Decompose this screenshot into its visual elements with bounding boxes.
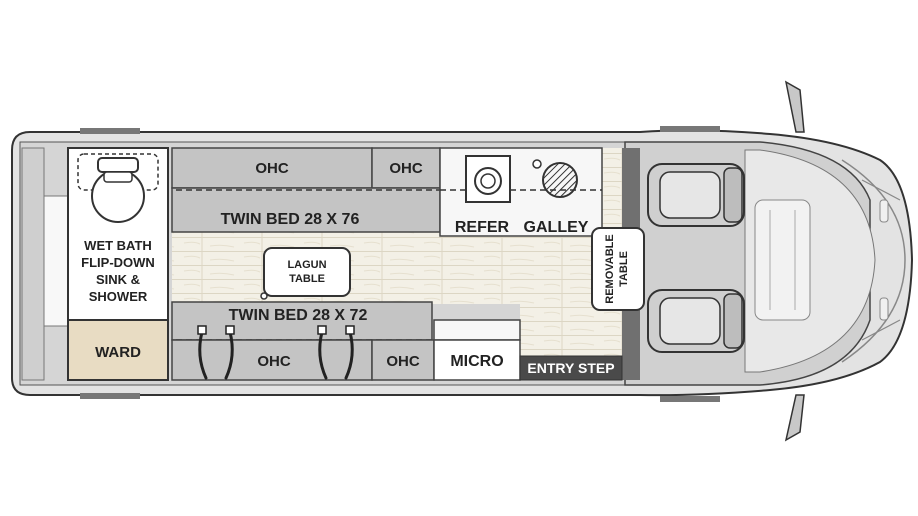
entry-step: [519, 355, 623, 381]
ohc-top-left-label: OHC: [255, 160, 289, 177]
twin-bed-top: [171, 187, 441, 233]
lagun-table-mount-icon: [260, 292, 268, 300]
twin-bed-top-label: TWIN BED 28 X 76: [221, 211, 360, 228]
microwave-counter: [433, 319, 521, 341]
refrigerator-icon: [465, 155, 511, 203]
wet-bath-label-2: FLIP-DOWN: [81, 255, 155, 270]
toilet-icon: [91, 157, 145, 223]
galley-label: GALLEY: [524, 219, 589, 236]
mirror-bottom-icon: [784, 394, 805, 442]
front-wheel-top: [660, 126, 720, 132]
lagun-table-label-2: TABLE: [289, 273, 325, 285]
ohc-bottom-left-label: OHC: [257, 353, 291, 370]
microwave-label: MICRO: [450, 353, 503, 370]
passenger-seat-icon: [647, 289, 745, 353]
mirror-top-icon: [784, 80, 805, 133]
wardrobe: [67, 319, 169, 381]
front-wheel-bottom: [660, 396, 720, 402]
sink-icon: [532, 159, 578, 198]
refrigerator-label: REFER: [455, 219, 510, 236]
rear-door-panel: [21, 147, 45, 381]
seatbelt-icon: [198, 330, 354, 380]
hood-outline: [861, 179, 901, 341]
lagun-table-label-1: LAGUN: [287, 259, 326, 271]
twin-bed-bottom: [171, 301, 433, 341]
headlight-bottom: [879, 297, 889, 321]
rear-wheel-top: [80, 128, 140, 134]
wet-bath-label-3: SINK &: [96, 272, 140, 287]
ohc-top-right-label: OHC: [389, 160, 423, 177]
ohc-bottom-right-label: OHC: [386, 353, 420, 370]
shower-pan-dashed: [77, 153, 159, 191]
wet-bath-label-1: WET BATH: [84, 238, 152, 253]
microwave: [433, 339, 521, 381]
lagun-table: [263, 247, 351, 297]
ohc-top-right: [371, 147, 441, 189]
rear-bumper-step: [43, 195, 69, 327]
rear-wheel-bottom: [80, 393, 140, 399]
wet-bath-label-4: SHOWER: [89, 289, 148, 304]
ohc-bottom-right: [371, 339, 435, 381]
driver-seat-icon: [647, 163, 745, 227]
center-console: [754, 199, 811, 321]
twin-bed-bottom-label: TWIN BED 28 X 72: [229, 307, 368, 324]
removable-table-label-2: TABLE: [618, 251, 630, 287]
removable-table: [591, 227, 645, 311]
wardrobe-label: WARD: [95, 344, 141, 361]
headlight-top: [879, 199, 889, 223]
removable-table-label-1: REMOVABLE: [604, 234, 616, 303]
ohc-top-left: [171, 147, 373, 189]
entry-step-label: ENTRY STEP: [527, 360, 614, 376]
seatbelt-buckle-icon: [197, 325, 355, 335]
